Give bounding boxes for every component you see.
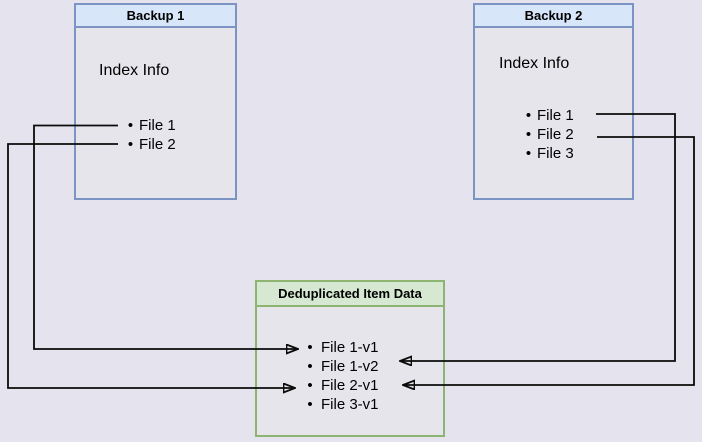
list-item-label: File 3: [537, 145, 574, 162]
list-item-label: File 2: [537, 126, 574, 143]
list-item-label: File 1: [537, 107, 574, 124]
bullet-icon: •: [307, 396, 313, 413]
list-item-label: File 1-v2: [321, 358, 379, 375]
backup2-index-info-label: Index Info: [499, 55, 570, 72]
list-item-label: File 1-v1: [321, 339, 379, 356]
list-item: • File 1: [122, 116, 176, 135]
bullet-icon: •: [525, 107, 532, 124]
list-item: • File 2: [122, 135, 176, 154]
list-item-label: File 1: [139, 117, 176, 134]
list-item: • File 1-v2: [299, 357, 379, 376]
list-item-label: File 2-v1: [321, 377, 379, 394]
dedup-title: Deduplicated Item Data: [257, 282, 443, 307]
backup1-index-info-label: Index Info: [99, 62, 170, 79]
list-item: • File 1: [520, 106, 574, 125]
dedup-item-list: • File 1-v1 • File 1-v2 • File 2-v1 • Fi…: [299, 338, 379, 414]
backup1-box: Backup 1: [74, 3, 237, 200]
list-item: • File 2: [520, 125, 574, 144]
bullet-icon: •: [127, 136, 134, 153]
list-item-label: File 3-v1: [321, 396, 379, 413]
backup1-title: Backup 1: [76, 5, 235, 28]
bullet-icon: •: [525, 145, 532, 162]
bullet-icon: •: [127, 117, 134, 134]
list-item: • File 2-v1: [299, 376, 379, 395]
list-item-label: File 2: [139, 136, 176, 153]
bullet-icon: •: [307, 377, 313, 394]
list-item: • File 3: [520, 144, 574, 163]
backup2-box: Backup 2: [473, 3, 634, 200]
list-item: • File 1-v1: [299, 338, 379, 357]
backup2-file-list: • File 1 • File 2 • File 3: [520, 106, 574, 163]
backup1-file-list: • File 1 • File 2: [122, 116, 176, 154]
backup2-title: Backup 2: [475, 5, 632, 28]
bullet-icon: •: [307, 358, 313, 375]
bullet-icon: •: [525, 126, 532, 143]
list-item: • File 3-v1: [299, 395, 379, 414]
bullet-icon: •: [307, 339, 313, 356]
